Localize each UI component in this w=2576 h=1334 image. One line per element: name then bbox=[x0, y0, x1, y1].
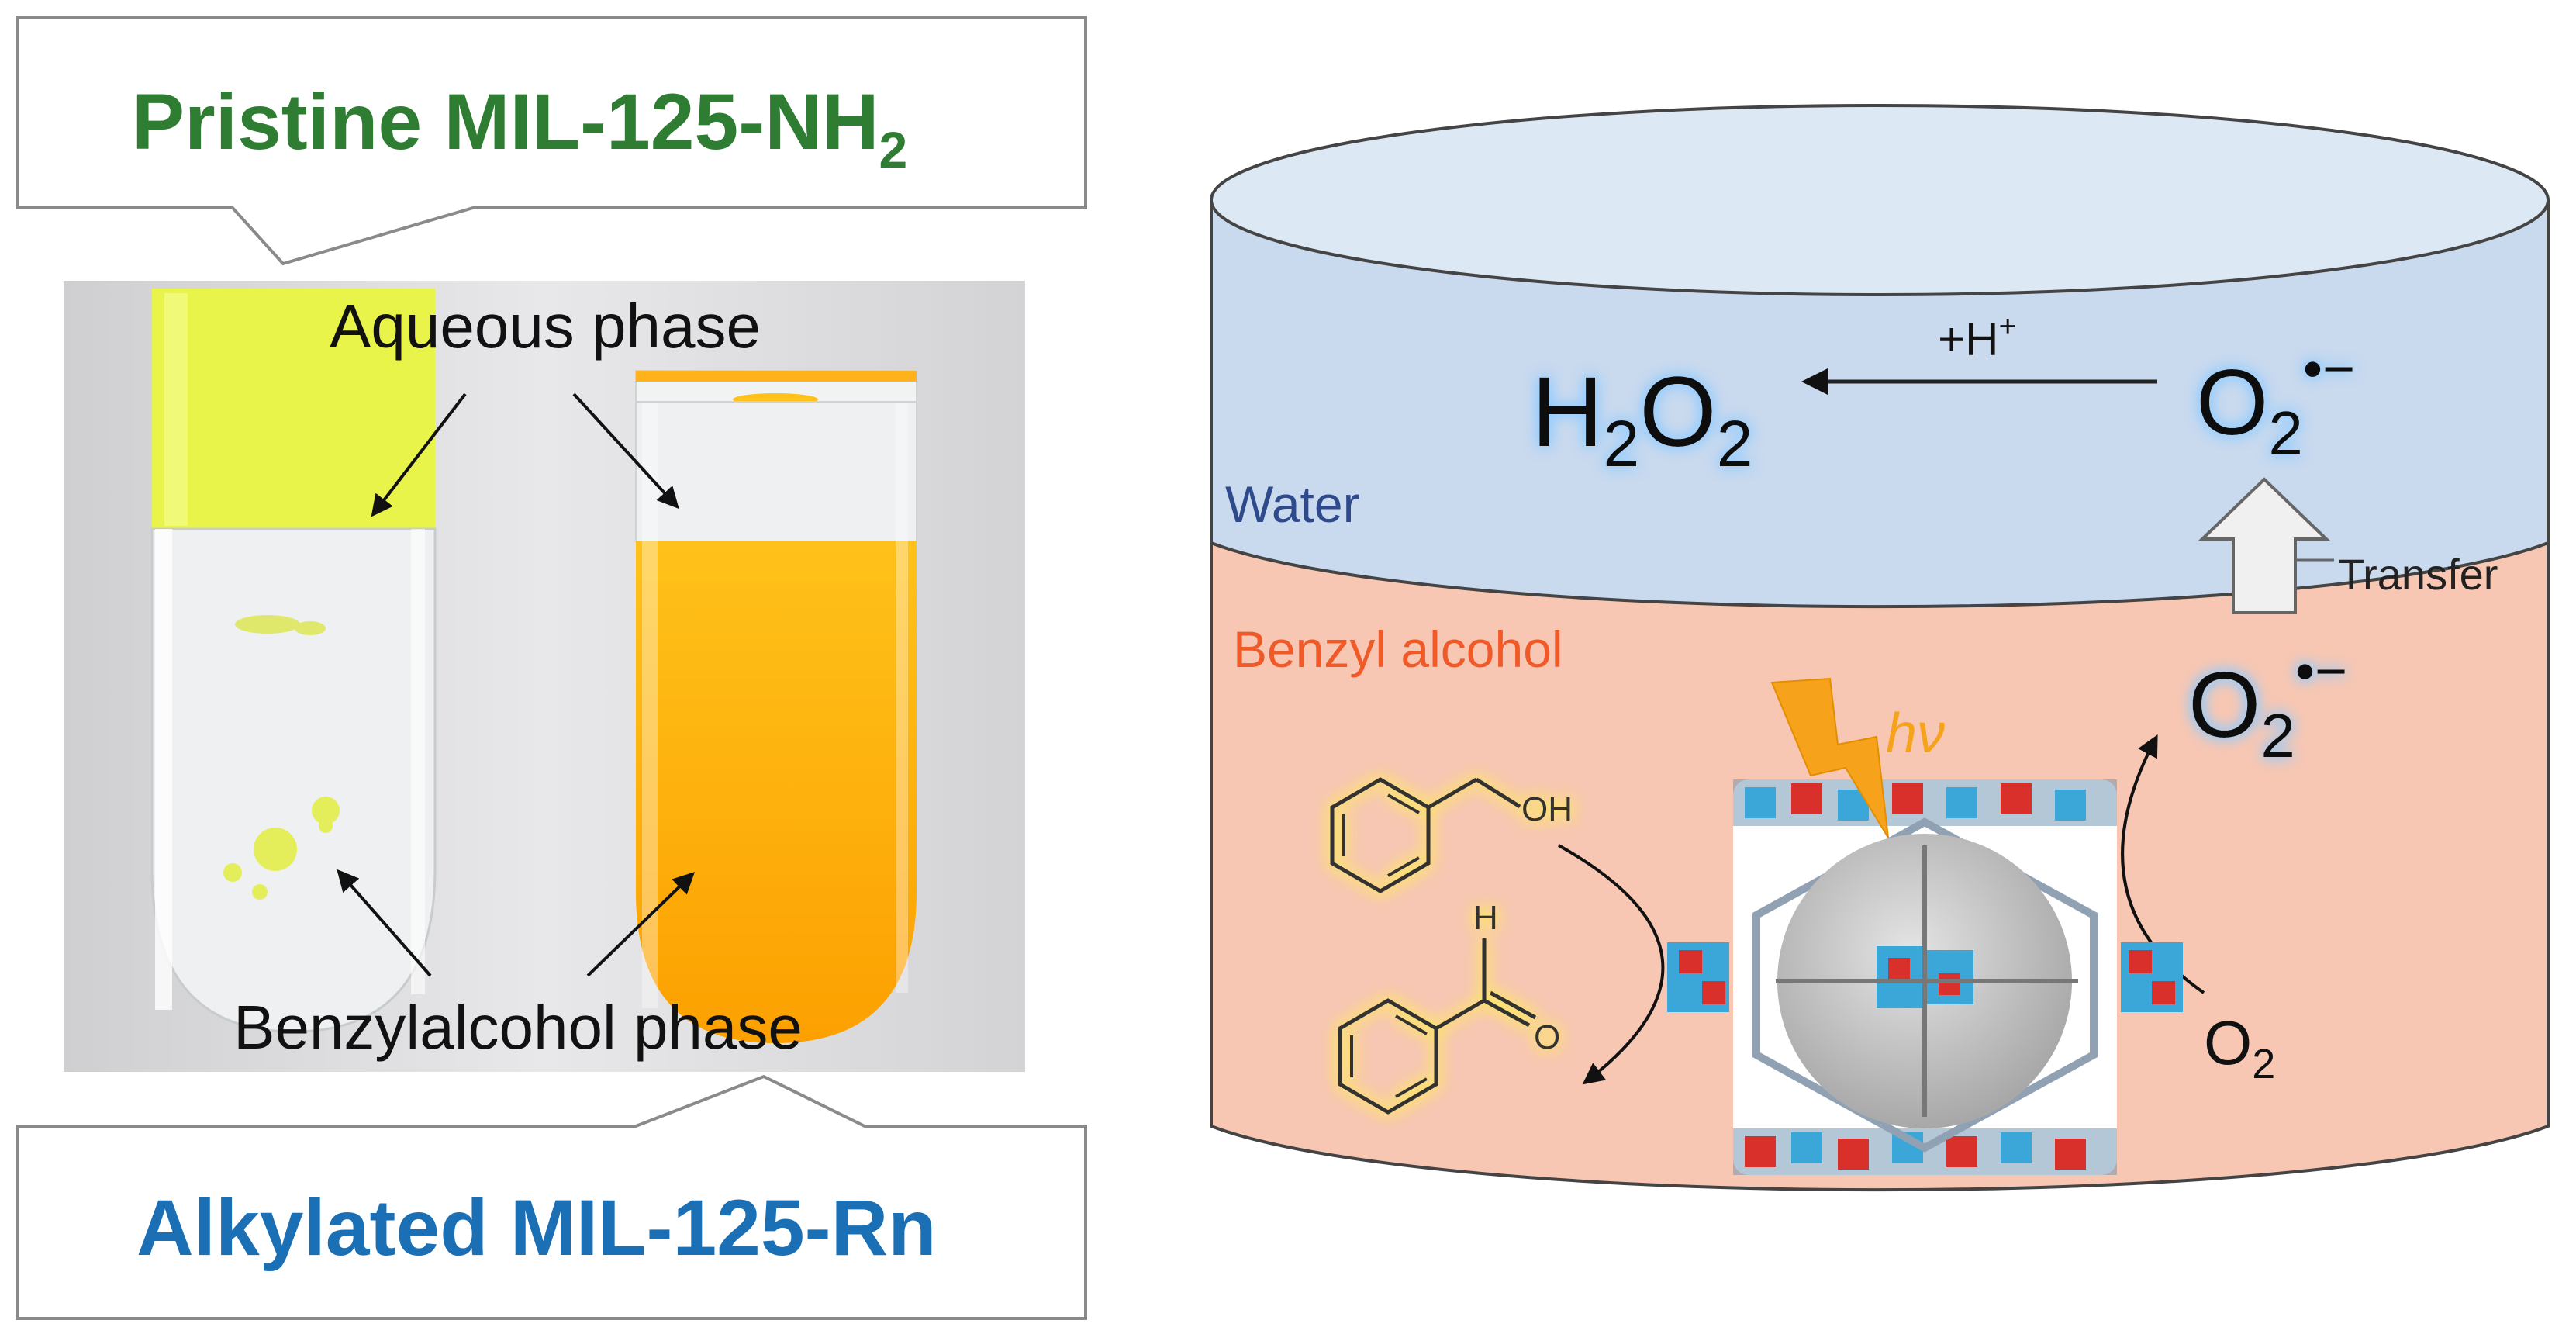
arrow-benzyl-right bbox=[586, 872, 696, 977]
carbonyl-o-label: O bbox=[1534, 1018, 1560, 1056]
left-test-tube bbox=[150, 289, 437, 1033]
svg-text:H2O2: H2O2 bbox=[1531, 357, 1752, 480]
aqueous-phase-label: Aqueous phase bbox=[330, 292, 761, 361]
arrow-benzyl-left bbox=[337, 869, 432, 977]
arrow-aqueous-right bbox=[572, 392, 679, 510]
mof-cluster-bottom bbox=[1733, 1128, 2117, 1175]
alkylated-callout: Alkylated MIL-125-Rn bbox=[16, 1074, 1087, 1320]
h2o2-formula: H2O2 bbox=[1531, 357, 1752, 480]
arrow-aqueous-left bbox=[371, 392, 467, 517]
svg-text:O2•−: O2•− bbox=[2188, 641, 2347, 770]
pristine-callout: Pristine MIL-125-NH2 bbox=[16, 16, 1087, 266]
aldehyde-h-label: H bbox=[1473, 899, 1498, 937]
hydroxyl-label: OH bbox=[1521, 790, 1573, 828]
light-label: hν bbox=[1886, 703, 1945, 765]
right-test-tube bbox=[635, 370, 917, 1043]
proton-label: +H+ bbox=[1938, 309, 2017, 365]
mof-framework bbox=[1667, 779, 2183, 1175]
transfer-arrow bbox=[2198, 477, 2330, 614]
superoxide-bottom: O2•− bbox=[2188, 641, 2347, 770]
benzyl-alcohol-label: Benzyl alcohol bbox=[1233, 620, 1563, 678]
benzyl-alcohol-molecule: OH bbox=[1330, 777, 1573, 893]
mof-cluster-center bbox=[1776, 845, 2078, 1117]
oxidation-arrow bbox=[1558, 844, 1665, 1085]
pristine-title: Pristine MIL-125-NH2 bbox=[132, 78, 907, 178]
svg-text:O2•−: O2•− bbox=[2196, 338, 2355, 468]
benzylalcohol-phase-label: Benzylalcohol phase bbox=[233, 993, 803, 1062]
water-label: Water bbox=[1225, 475, 1360, 533]
test-tube-photo: Aqueous phase Benzylalcohol phase bbox=[64, 281, 1025, 1072]
transfer-label: Transfer bbox=[2338, 550, 2498, 599]
oxygen-formula: O2 bbox=[2204, 1008, 2275, 1087]
mof-cluster-right bbox=[2121, 942, 2183, 1012]
benzaldehyde-molecule: H O bbox=[1338, 899, 1560, 1115]
alkylated-title: Alkylated MIL-125-Rn bbox=[136, 1184, 937, 1272]
mof-cluster-left bbox=[1667, 942, 1729, 1012]
light-bolt-icon bbox=[1770, 677, 1889, 838]
superoxide-top: O2•− bbox=[2196, 338, 2355, 468]
